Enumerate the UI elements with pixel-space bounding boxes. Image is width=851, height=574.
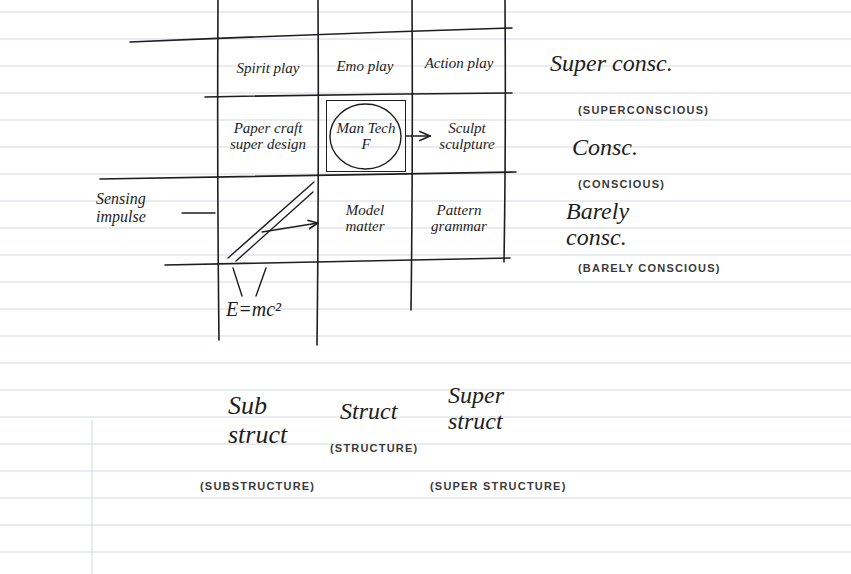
grid-cell: Model matter [322,182,408,254]
row-caption: (BARELY CONSCIOUS) [578,262,721,274]
grid-lines [100,0,516,345]
cell-text: Model matter [326,202,404,235]
column-caption: (SUPER STRUCTURE) [430,480,567,492]
column-caption: (SUBSTRUCTURE) [200,480,315,492]
row-note: Super consc. [550,50,720,76]
cell-text: Paper craft super design [226,120,310,153]
cell-text: Pattern grammar [420,202,498,235]
column-caption: (STRUCTURE) [330,442,418,454]
side-note: Sensing impulse [96,190,176,225]
column-note: Super struct [448,382,528,435]
grid-cell: Spirit play [222,42,314,94]
cell-text: Sculpt sculpture [434,120,500,153]
column-note: Struct [340,398,430,424]
boxed-cell: Man TechF [326,100,406,172]
row-note: Consc. [572,134,692,160]
cell-text: Man Tech [336,120,395,137]
cell-text: F [361,136,370,153]
row-caption: (SUPERCONSCIOUS) [578,104,709,116]
cell-text: Emo play [336,58,393,75]
ruled-lines [0,12,851,574]
grid-cell: Pattern grammar [416,182,502,254]
sketch-strokes [182,182,318,296]
grid-cell: Action play [416,36,502,90]
row-note: Barely consc. [566,198,666,251]
column-note: Sub struct [228,392,308,449]
row-caption: (CONSCIOUS) [578,178,665,190]
cell-text: Spirit play [237,60,300,77]
grid-cell: Sculpt sculpture [430,104,504,168]
arrow-connector [406,135,430,137]
grid-cell: Emo play [322,40,408,92]
cell-text: Action play [425,55,494,72]
formula: E=mc² [226,298,316,320]
grid-cell: Paper craft super design [222,100,314,172]
